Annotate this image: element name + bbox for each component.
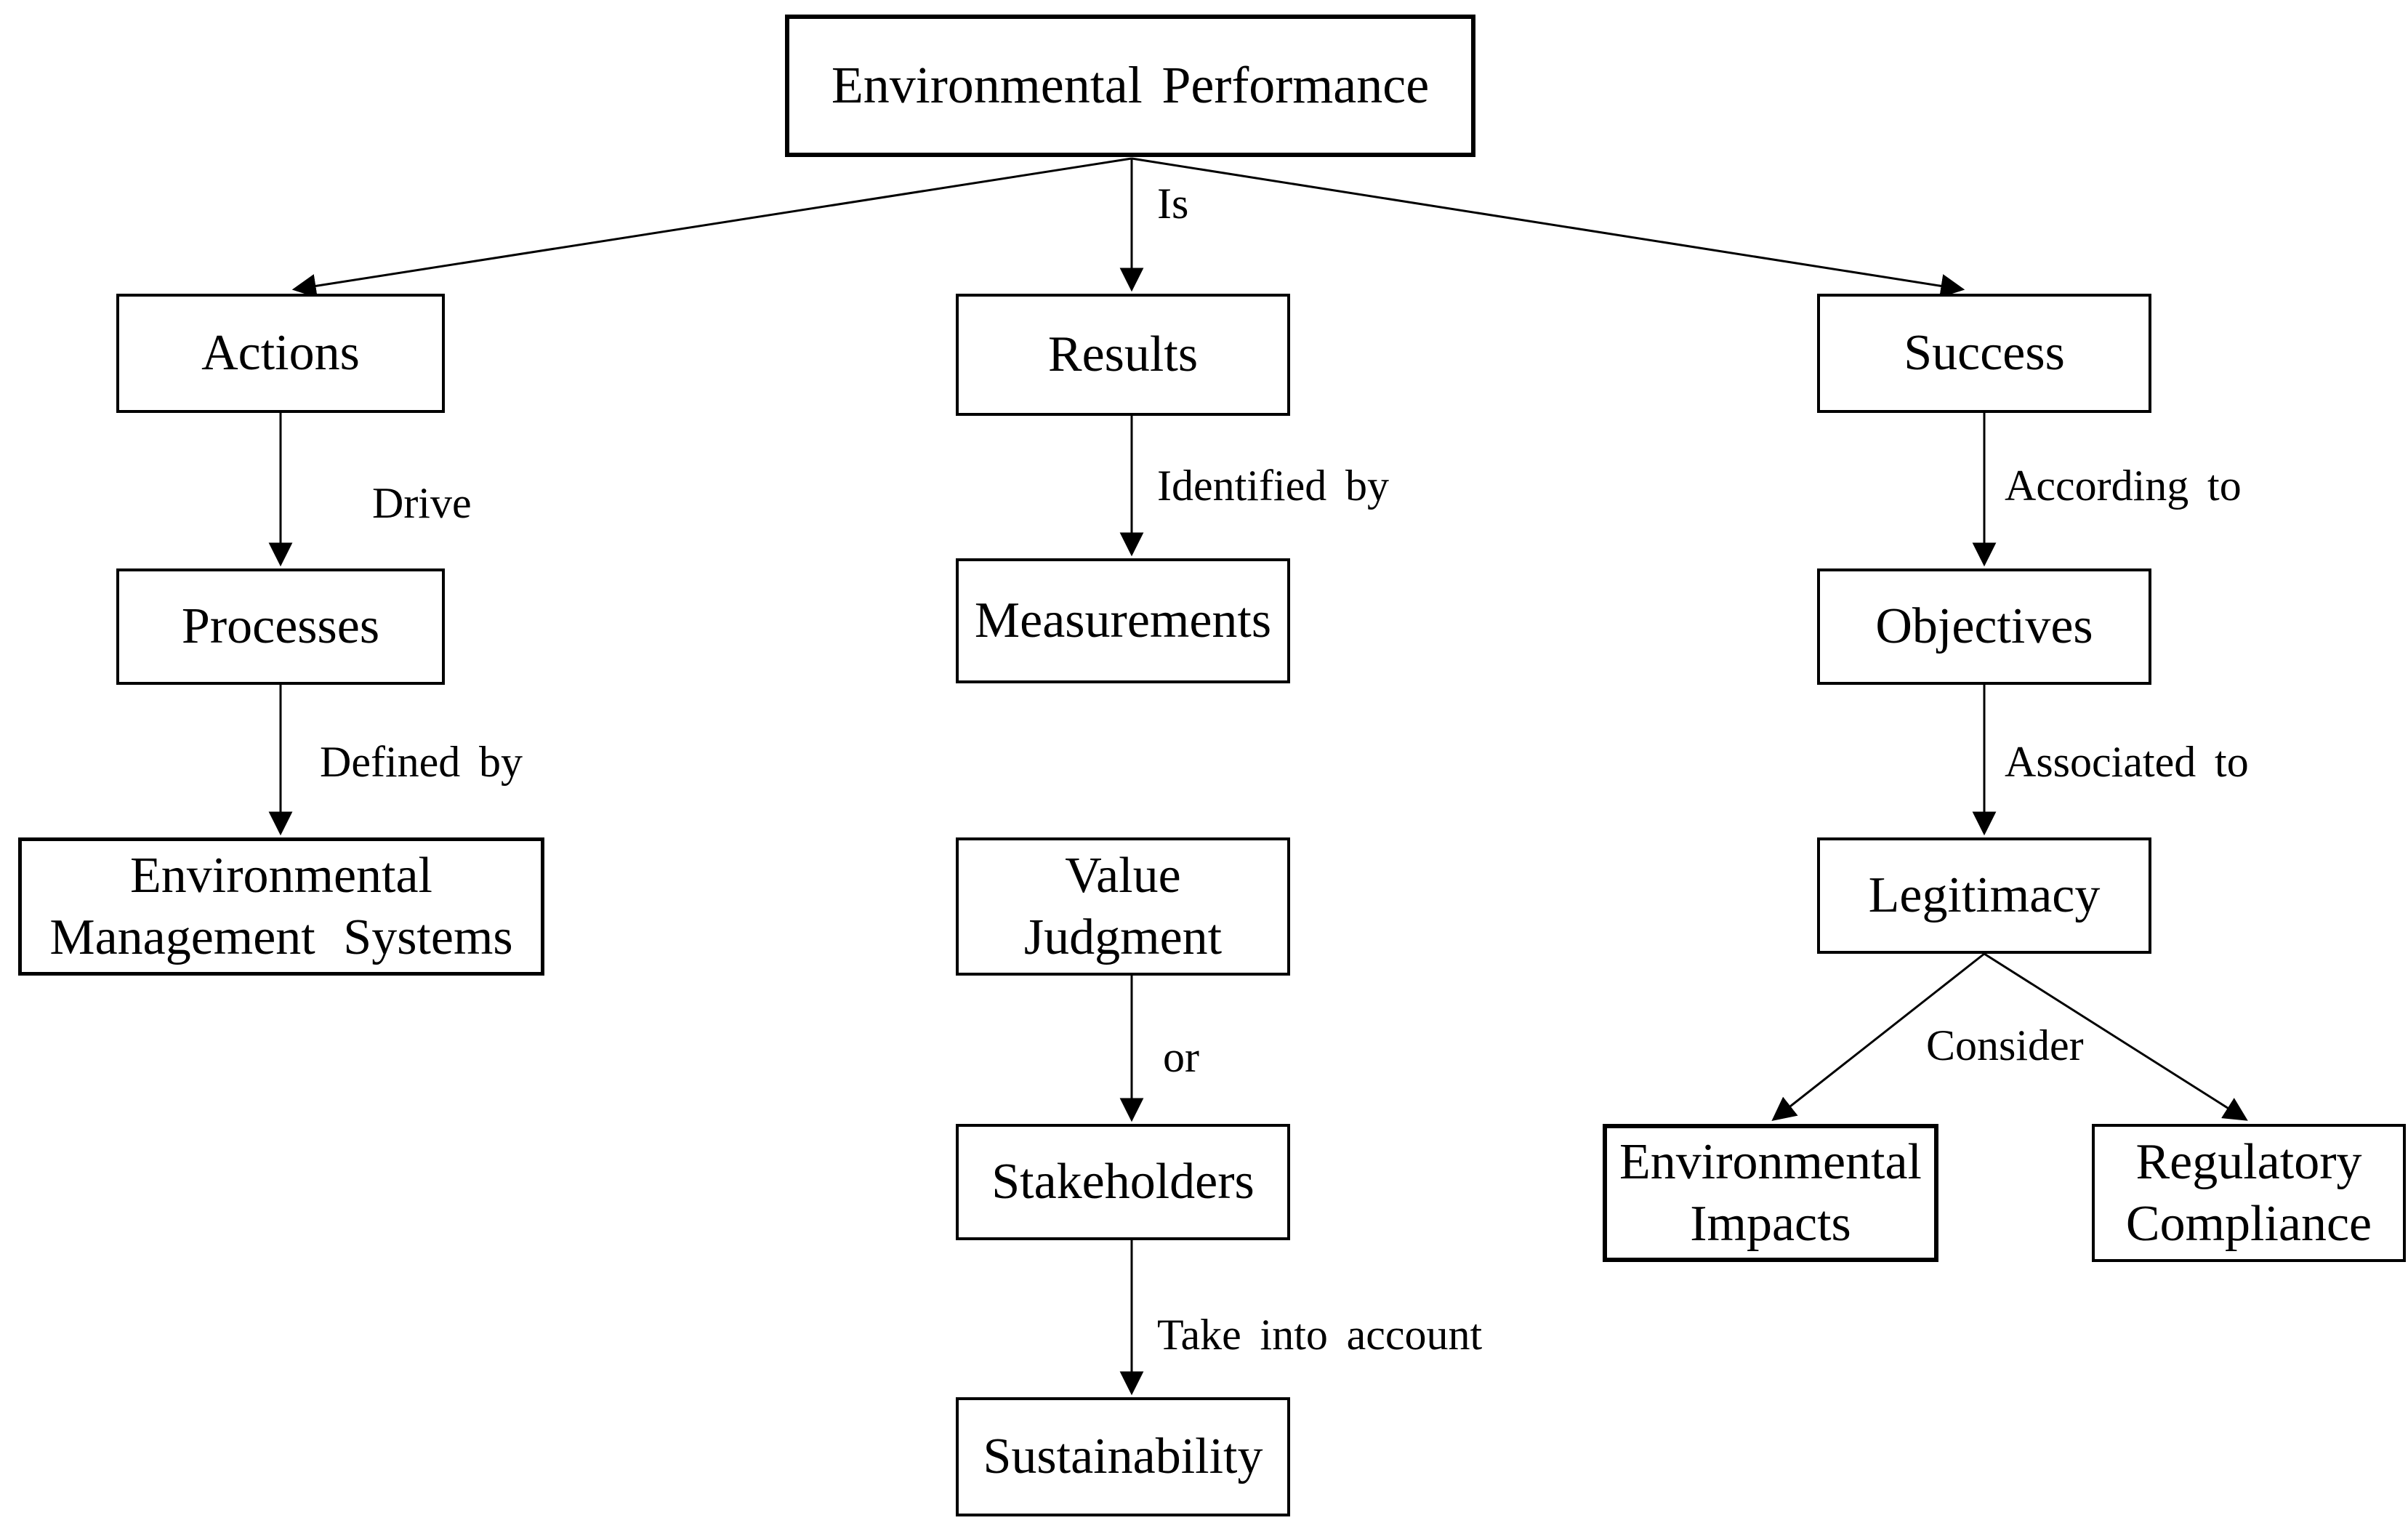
node-environmental-performance: Environmental Performance — [785, 15, 1475, 157]
edge-label-according-to: According to — [2005, 462, 2242, 510]
edge-label-is: Is — [1157, 180, 1189, 228]
node-environmental-management-systems: Environmental Management Systems — [18, 837, 544, 976]
node-label: Success — [1904, 325, 2065, 382]
node-measurements: Measurements — [956, 558, 1290, 683]
node-stakeholders: Stakeholders — [956, 1124, 1290, 1240]
node-sustainability: Sustainability — [956, 1397, 1290, 1516]
node-results: Results — [956, 294, 1290, 416]
node-label: Value Judgment — [1023, 847, 1223, 965]
node-label: Objectives — [1875, 598, 2093, 655]
arrow-legitimacy-to-env-impacts — [1771, 952, 1985, 1122]
node-label: Regulatory Compliance — [2125, 1133, 2372, 1252]
node-label: Results — [1047, 326, 1199, 383]
node-label: Actions — [201, 325, 360, 382]
edge-label-or: or — [1163, 1033, 1199, 1081]
node-label: Environmental Impacts — [1619, 1133, 1922, 1252]
node-label: Environmental Performance — [831, 56, 1430, 115]
node-label: Sustainability — [983, 1428, 1263, 1485]
edge-label-defined-by: Defined by — [320, 738, 523, 786]
node-success: Success — [1817, 294, 2151, 413]
arrow-ep-to-success — [1131, 157, 1965, 298]
node-environmental-impacts: Environmental Impacts — [1603, 1124, 1938, 1262]
node-label: Measurements — [974, 592, 1272, 649]
node-label: Stakeholders — [991, 1154, 1255, 1210]
node-label: Processes — [181, 598, 380, 655]
arrow-legitimacy-to-reg-compliance — [1984, 952, 2248, 1121]
node-legitimacy: Legitimacy — [1817, 837, 2151, 954]
edge-label-consider: Consider — [1926, 1021, 2084, 1069]
edge-label-associated-to: Associated to — [2005, 738, 2249, 786]
edge-label-identified-by: Identified by — [1157, 462, 1390, 510]
node-objectives: Objectives — [1817, 568, 2151, 685]
node-value-judgment: Value Judgment — [956, 837, 1290, 976]
arrow-ep-to-actions — [291, 157, 1132, 298]
node-actions: Actions — [116, 294, 445, 413]
node-label: Legitimacy — [1868, 867, 2101, 924]
edge-label-take-into-account: Take into account — [1157, 1311, 1483, 1359]
edge-label-drive: Drive — [372, 479, 472, 527]
node-label: Environmental Management Systems — [49, 847, 513, 965]
node-processes: Processes — [116, 568, 445, 685]
node-regulatory-compliance: Regulatory Compliance — [2092, 1124, 2406, 1262]
